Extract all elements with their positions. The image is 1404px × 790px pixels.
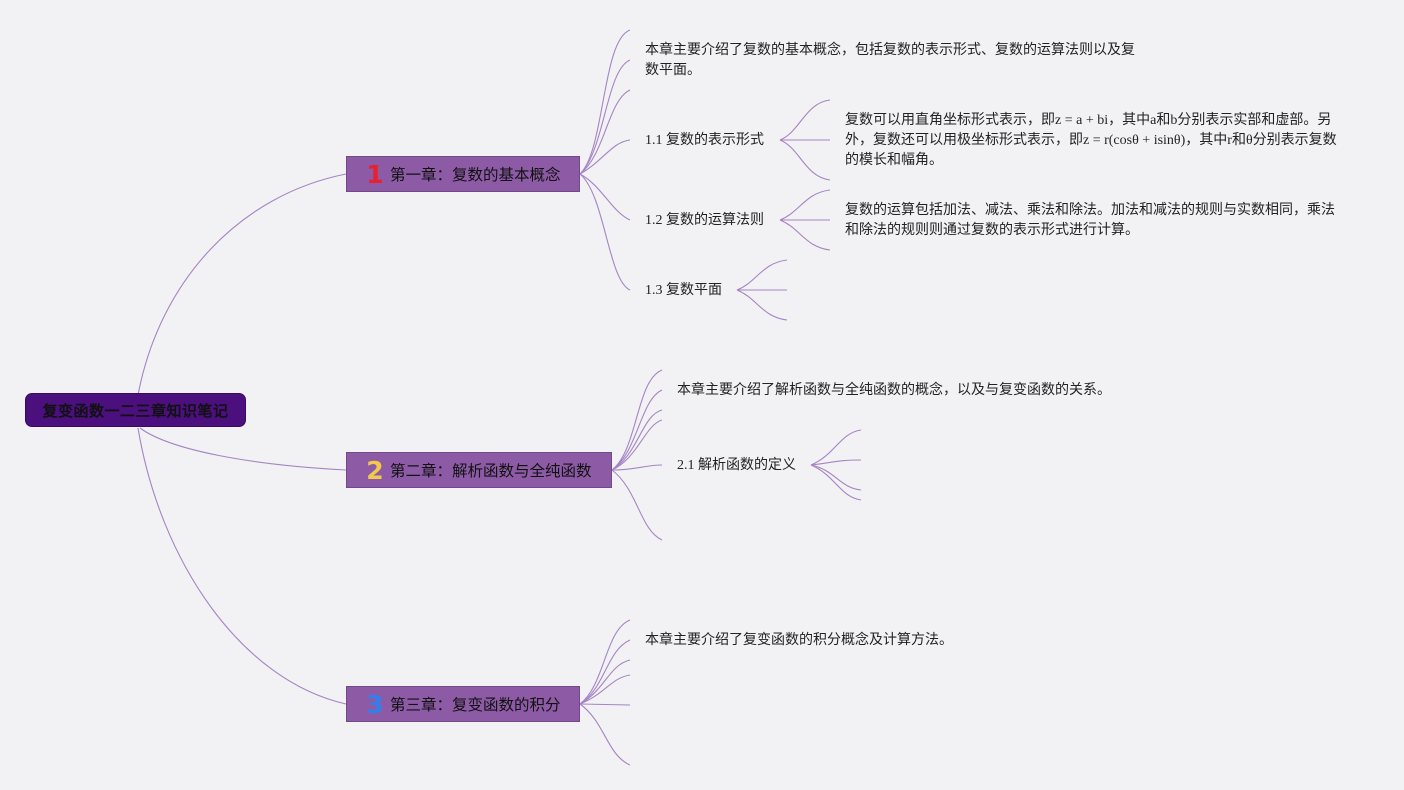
connector-s11-fan-3 bbox=[779, 139, 831, 181]
connector-root-ch3 bbox=[137, 427, 347, 705]
section-2-1-title: 2.1 解析函数的定义 bbox=[677, 458, 796, 473]
connector-ch1-fan-6 bbox=[579, 173, 631, 291]
chapter-number-1: 1 bbox=[366, 159, 384, 189]
section-1-1-title: 1.1 复数的表示形式 bbox=[645, 133, 764, 148]
chapter-number-3: 3 bbox=[366, 689, 384, 719]
connector-s21-fan-4 bbox=[810, 464, 862, 501]
connector-ch2-fan-6 bbox=[611, 469, 663, 541]
connector-root-ch1 bbox=[137, 173, 347, 396]
connector-ch1-fan-1 bbox=[579, 29, 631, 175]
connector-ch1-fan-3 bbox=[579, 89, 631, 175]
section-1-1-detail: 复数可以用直角坐标形式表示，即z = a + bi，其中a和b分别表示实部和虚部… bbox=[845, 113, 1337, 168]
connector-s12-fan-3 bbox=[779, 219, 831, 251]
connector-s11-fan-1 bbox=[779, 99, 831, 141]
connector-ch1-fan-4 bbox=[579, 139, 631, 175]
connector-s13-fan-3 bbox=[736, 289, 788, 321]
connector-root-ch2 bbox=[139, 427, 347, 471]
connector-ch3-fan-1 bbox=[579, 619, 631, 705]
chapter-title-1: 第一章：复数的基本概念 bbox=[390, 166, 561, 184]
chapter-node-3[interactable]: 3 第三章：复变函数的积分 bbox=[346, 686, 580, 722]
chapter-number-2: 2 bbox=[366, 455, 384, 485]
connector-ch1-fan-2 bbox=[579, 59, 631, 175]
connector-ch3-fan-5 bbox=[579, 703, 631, 706]
connector-ch2-fan-2 bbox=[611, 389, 663, 471]
chapter-node-2[interactable]: 2 第二章：解析函数与全纯函数 bbox=[346, 452, 612, 488]
section-1-2-title: 1.2 复数的运算法则 bbox=[645, 213, 764, 228]
chapter-title-3: 第三章：复变函数的积分 bbox=[390, 696, 561, 714]
connector-ch2-fan-3 bbox=[611, 409, 663, 471]
chapter-node-1[interactable]: 1 第一章：复数的基本概念 bbox=[346, 156, 580, 192]
chapter-3-summary: 本章主要介绍了复变函数的积分概念及计算方法。 bbox=[645, 633, 953, 648]
chapter-2-summary: 本章主要介绍了解析函数与全纯函数的概念，以及与复变函数的关系。 bbox=[677, 383, 1111, 398]
section-1-3-title: 1.3 复数平面 bbox=[645, 283, 722, 298]
connector-ch3-fan-6 bbox=[579, 703, 631, 766]
connector-s21-fan-1 bbox=[810, 429, 862, 466]
connector-ch2-fan-1 bbox=[611, 369, 663, 471]
connector-ch3-fan-4 bbox=[579, 674, 631, 705]
connector-s12-fan-1 bbox=[779, 189, 831, 221]
connector-s13-fan-1 bbox=[736, 259, 788, 291]
root-node[interactable]: 复变函数一二三章知识笔记 bbox=[25, 393, 246, 427]
root-title: 复变函数一二三章知识笔记 bbox=[42, 401, 229, 420]
chapter-title-2: 第二章：解析函数与全纯函数 bbox=[390, 462, 592, 480]
section-1-2-detail: 复数的运算包括加法、减法、乘法和除法。加法和减法的规则与实数相同，乘法和除法的规… bbox=[845, 203, 1335, 238]
connector-s21-fan-2 bbox=[810, 459, 862, 466]
connector-s21-fan-3 bbox=[810, 464, 862, 491]
connector-ch1-fan-5 bbox=[579, 173, 631, 221]
connector-ch3-fan-3 bbox=[579, 659, 631, 705]
chapter-1-summary: 本章主要介绍了复数的基本概念，包括复数的表示形式、复数的运算法则以及复数平面。 bbox=[645, 43, 1135, 78]
connector-ch3-fan-2 bbox=[579, 639, 631, 705]
connector-ch2-fan-5 bbox=[611, 464, 663, 471]
connector-ch2-fan-4 bbox=[611, 419, 663, 471]
